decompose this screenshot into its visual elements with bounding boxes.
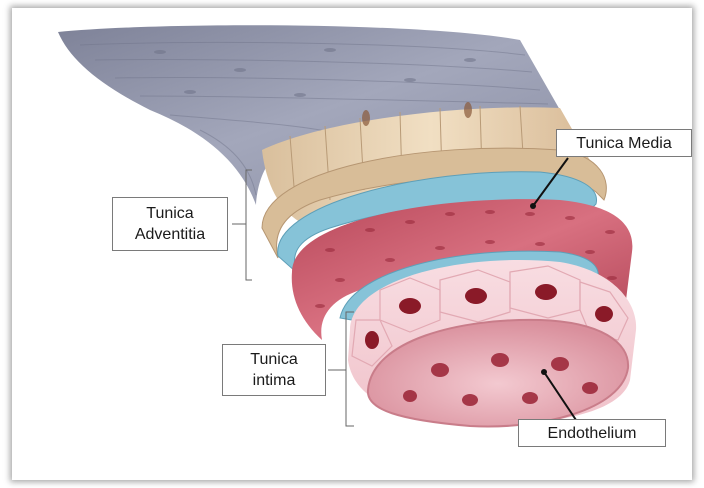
label-endothelium: Endothelium (518, 419, 666, 447)
media-leader-dot (530, 203, 536, 209)
label-tunica-intima: Tunica intima (222, 344, 326, 396)
label-tunica-media: Tunica Media (556, 129, 692, 157)
endothelium-leader-dot (541, 369, 547, 375)
label-tunica-adventitia: Tunica Adventitia (112, 197, 228, 251)
